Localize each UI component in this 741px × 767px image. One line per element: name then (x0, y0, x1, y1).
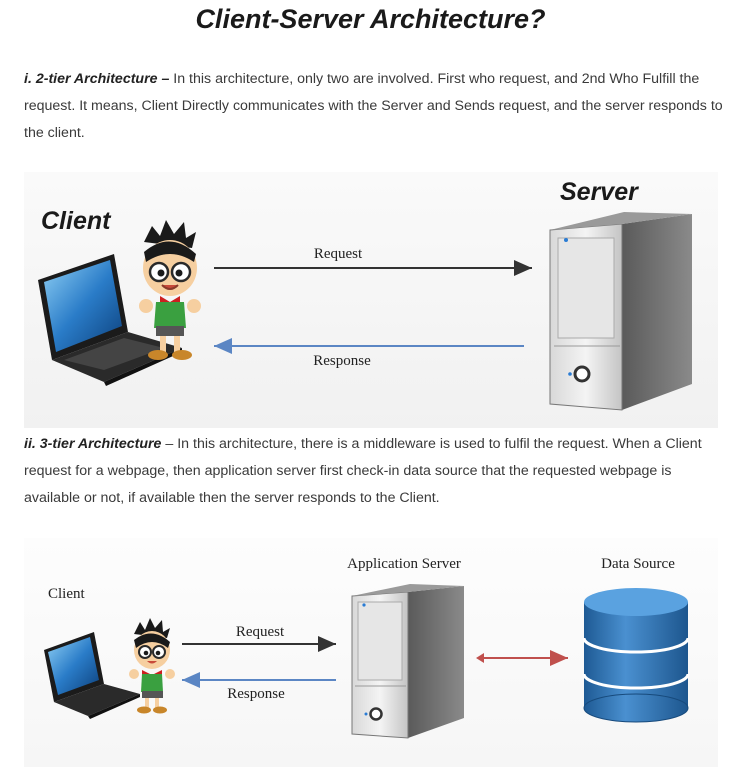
two-tier-diagram: Client Server Request Response (24, 172, 718, 428)
request-label-2: Request (236, 624, 285, 640)
database-icon (582, 588, 690, 723)
application-server-icon (351, 584, 464, 739)
three-tier-term: ii. 3-tier Architecture (24, 436, 162, 452)
two-tier-text: In this architecture, only two are invol… (24, 71, 723, 141)
data-source-label: Data Source (601, 556, 675, 572)
two-tier-diagram-svg: Client Server Request Response (38, 178, 692, 411)
two-tier-term: i. 2-tier Architecture – (24, 71, 170, 87)
client-label: Client (41, 207, 112, 235)
three-tier-diagram: Client Application Server Data Source Re… (24, 538, 718, 767)
server-icon (549, 212, 692, 411)
laptop-icon (38, 254, 182, 386)
response-label-2: Response (227, 686, 285, 702)
request-label: Request (314, 246, 363, 262)
response-label: Response (313, 353, 371, 369)
server-label: Server (560, 178, 639, 206)
cartoon-user-icon (139, 220, 201, 360)
laptop-icon-2 (44, 632, 140, 719)
three-tier-description: ii. 3-tier Architecture – In this archit… (24, 431, 724, 512)
three-tier-diagram-svg: Client Application Server Data Source Re… (44, 556, 690, 739)
data-exchange-arrow-head-left (476, 653, 484, 663)
app-server-label: Application Server (347, 556, 461, 572)
two-tier-description: i. 2-tier Architecture – In this archite… (24, 66, 724, 147)
cartoon-user-icon-2 (129, 618, 175, 714)
page-title: Client-Server Architecture? (195, 4, 546, 34)
three-tier-text: – In this architecture, there is a middl… (24, 436, 702, 506)
client-label-2: Client (48, 586, 85, 602)
